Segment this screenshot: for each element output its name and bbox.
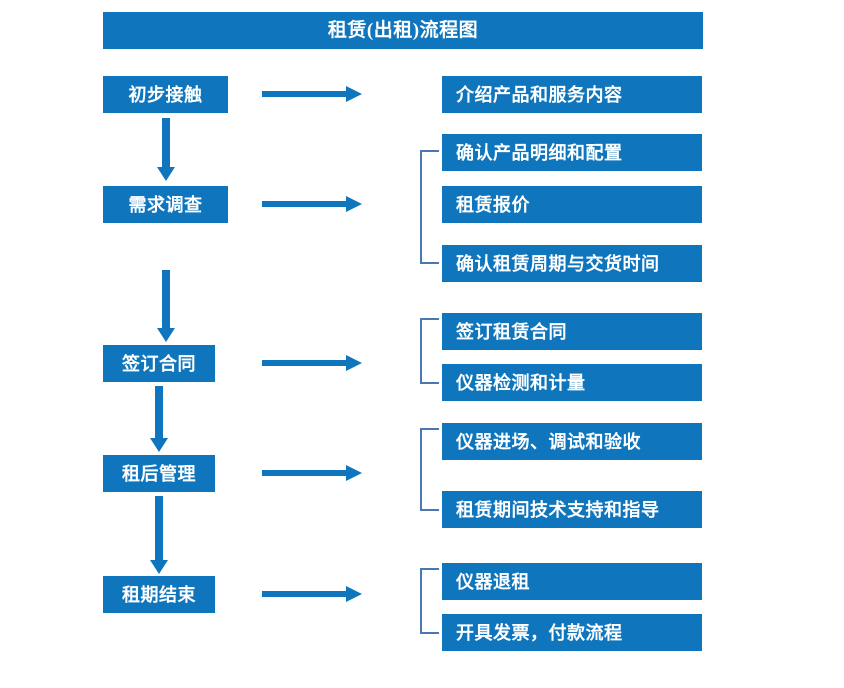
down-arrow-icon bbox=[155, 270, 177, 342]
down-arrow-icon bbox=[148, 496, 170, 574]
down-arrow-icon bbox=[148, 386, 170, 452]
group-bracket-icon bbox=[417, 428, 441, 511]
stage-box-post-rental-management[interactable]: 租后管理 bbox=[103, 455, 215, 492]
detail-box-instrument-entry-commissioning[interactable]: 仪器进场、调试和验收 bbox=[442, 423, 702, 460]
stage-box-initial-contact[interactable]: 初步接触 bbox=[103, 76, 228, 113]
detail-box-instrument-return[interactable]: 仪器退租 bbox=[442, 563, 702, 600]
stage-box-rental-end[interactable]: 租期结束 bbox=[103, 576, 215, 613]
group-bracket-icon bbox=[417, 150, 441, 264]
page-title: 租赁(出租)流程图 bbox=[103, 12, 703, 49]
stage-box-requirement-survey[interactable]: 需求调查 bbox=[103, 186, 228, 223]
detail-box-confirm-product-spec[interactable]: 确认产品明细和配置 bbox=[442, 134, 702, 171]
detail-box-rental-quote[interactable]: 租赁报价 bbox=[442, 186, 702, 223]
right-arrow-icon bbox=[262, 583, 362, 605]
group-bracket-icon bbox=[417, 568, 441, 634]
right-arrow-icon bbox=[262, 352, 362, 374]
detail-box-sign-lease-agreement[interactable]: 签订租赁合同 bbox=[442, 313, 702, 350]
detail-box-confirm-period-delivery[interactable]: 确认租赁周期与交货时间 bbox=[442, 245, 702, 282]
down-arrow-icon bbox=[155, 118, 177, 181]
detail-box-instrument-inspection[interactable]: 仪器检测和计量 bbox=[442, 364, 702, 401]
detail-box-technical-support[interactable]: 租赁期间技术支持和指导 bbox=[442, 491, 702, 528]
right-arrow-icon bbox=[262, 193, 362, 215]
right-arrow-icon bbox=[262, 462, 362, 484]
stage-box-sign-contract[interactable]: 签订合同 bbox=[103, 345, 215, 382]
detail-box-invoice-payment[interactable]: 开具发票，付款流程 bbox=[442, 614, 702, 651]
right-arrow-icon bbox=[262, 83, 362, 105]
group-bracket-icon bbox=[417, 318, 441, 384]
detail-box-introduce-products[interactable]: 介绍产品和服务内容 bbox=[442, 76, 702, 113]
